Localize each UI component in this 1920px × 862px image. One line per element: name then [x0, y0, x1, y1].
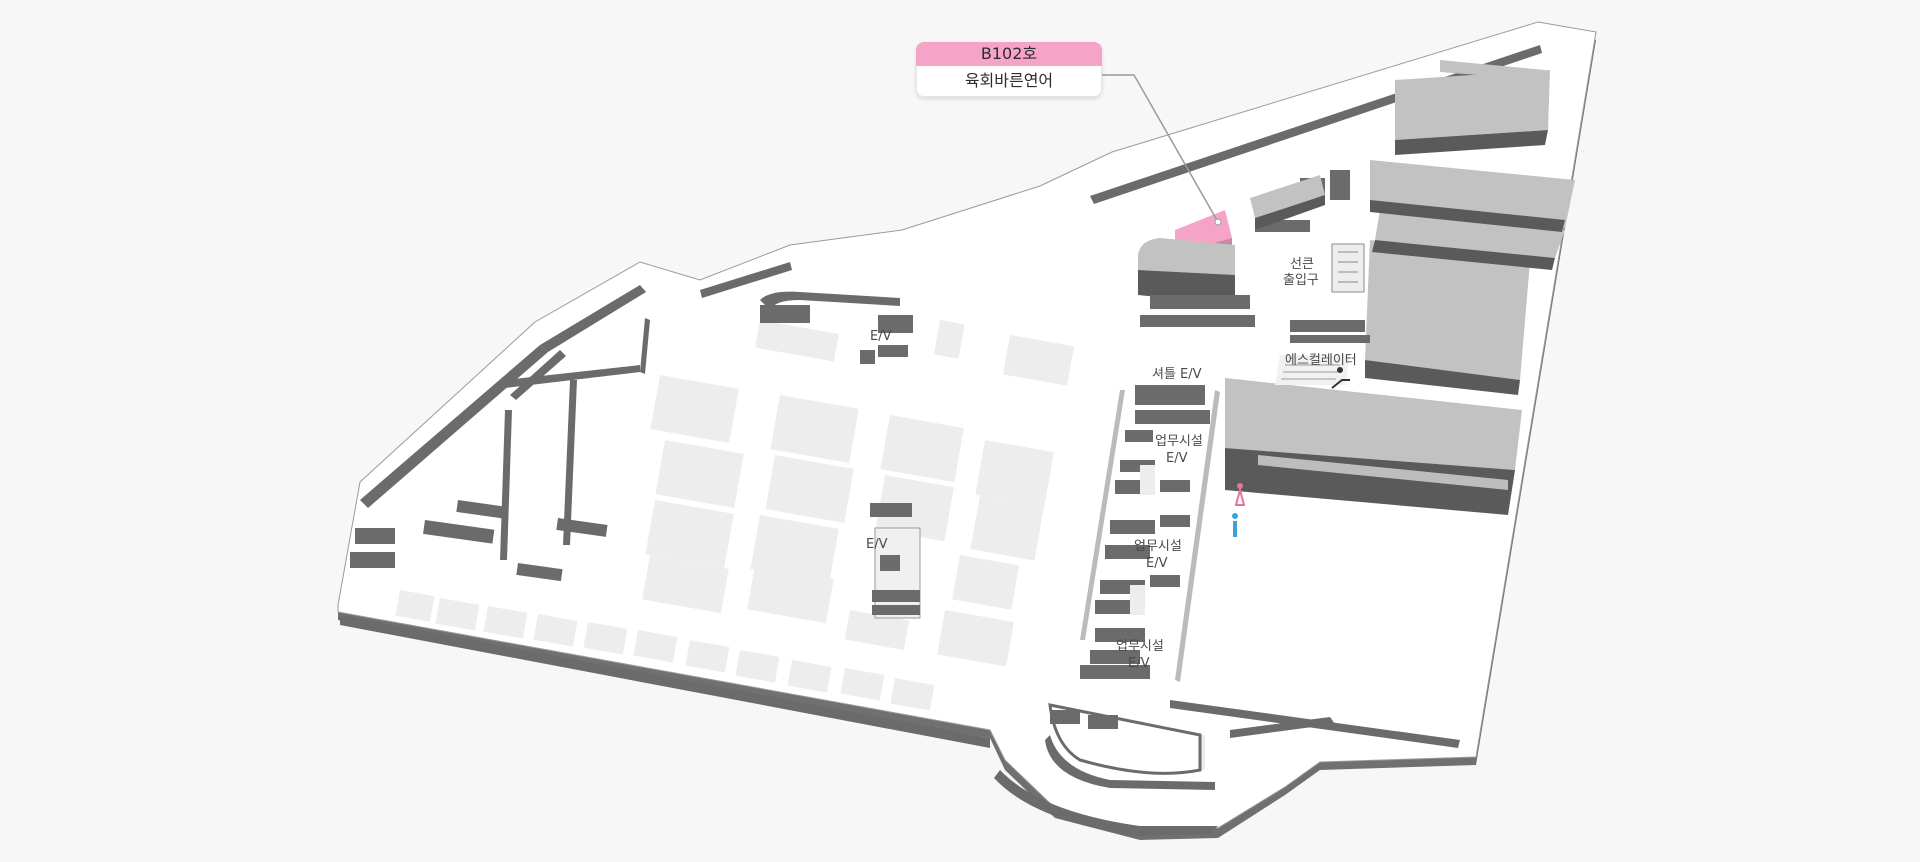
upper-core [760, 291, 913, 364]
center-top-shops [1138, 175, 1370, 343]
label-shuttle-ev: 셔틀 E/V [1152, 367, 1202, 382]
escalator-area [1275, 355, 1350, 385]
escalator-icon [1331, 367, 1350, 389]
label-ev-upper: E/V [870, 329, 892, 344]
label-office-1-ev: E/V [1166, 451, 1188, 466]
label-office-2-ev: E/V [1146, 556, 1168, 571]
sunken-entrance-stairs [1331, 243, 1365, 293]
callout-leader [1102, 74, 1222, 226]
store-name: 육회바른연어 [916, 66, 1102, 97]
store-unit-number: B102호 [916, 42, 1102, 66]
right-shops [1225, 60, 1575, 515]
label-ev-center: E/V [866, 537, 888, 552]
perimeter-walls [340, 45, 1542, 836]
central-core [870, 503, 921, 619]
label-office-3-ev: E/V [1128, 656, 1150, 671]
label-office-3: 업무시설 [1116, 639, 1164, 654]
bottom-ramp [1048, 703, 1335, 775]
office-cores [1080, 385, 1220, 682]
restroom-icon [1232, 483, 1246, 537]
left-walls [350, 318, 650, 582]
store-callout[interactable]: B102호 육회바른연어 [916, 42, 1102, 97]
label-sunken-entrance-2: 출입구 [1283, 273, 1319, 288]
label-escalator: 에스컬레이터 [1285, 353, 1357, 368]
label-sunken-entrance-1: 선큰 [1290, 257, 1314, 272]
label-office-2: 업무시설 [1134, 539, 1182, 554]
label-office-1: 업무시설 [1155, 434, 1203, 449]
